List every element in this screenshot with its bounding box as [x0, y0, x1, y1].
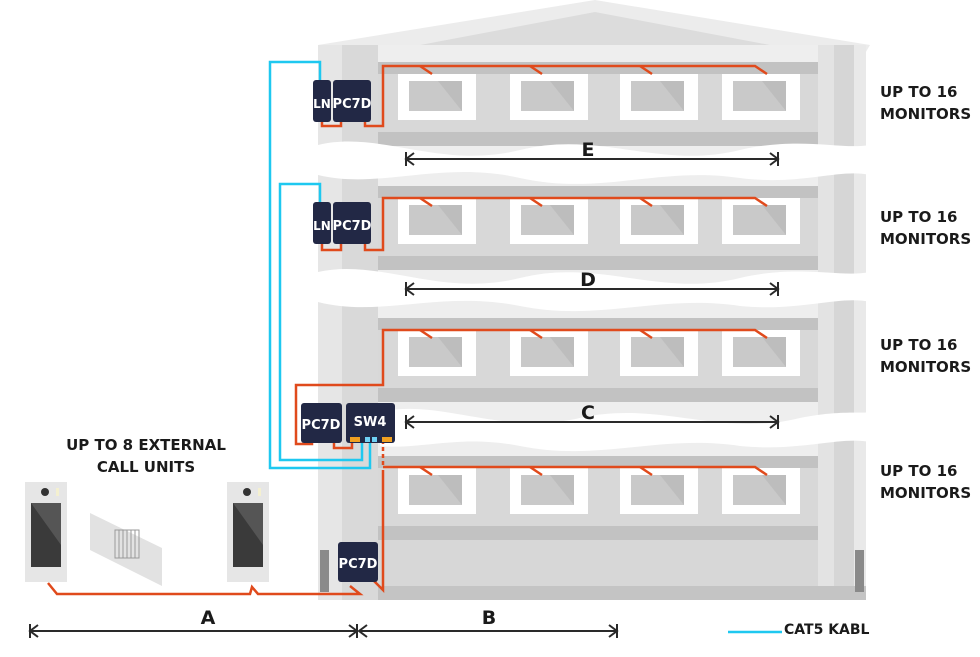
pc7d-label: PC7D [333, 97, 372, 112]
monitor [722, 330, 800, 376]
monitor [510, 198, 588, 244]
monitor [620, 74, 698, 120]
device-ln-floor4: LN [313, 80, 331, 122]
dimension-c [404, 415, 780, 429]
monitor [398, 74, 476, 120]
dimension-a [28, 624, 359, 638]
monitor-drop-wire [419, 64, 433, 76]
dimension-b [357, 624, 619, 638]
device-pc7d-floor3: PC7D [333, 202, 372, 244]
device-pc7d-ground: PC7D [338, 542, 378, 582]
call-unit-1 [25, 482, 67, 582]
legend-cat5-label: CAT5 KABL [784, 622, 870, 638]
monitor-drop-wire [419, 328, 433, 340]
device-sw4: SW4 [346, 403, 395, 443]
dimension-b-label: B [482, 607, 496, 629]
dimension-e-label: E [582, 139, 595, 161]
pc7d-label: PC7D [333, 219, 372, 234]
monitor [620, 468, 698, 514]
sw4-port-orange [382, 437, 392, 442]
bus-wires [47, 64, 768, 596]
pc7d-label: PC7D [339, 557, 378, 572]
floor-band-3 [378, 186, 818, 270]
floor-label-line1: UP TO 16 [880, 336, 957, 354]
legend: CAT5 KABL [728, 622, 870, 638]
floor-label-line2: MONITORS [880, 484, 971, 502]
sw4-label: SW4 [354, 415, 387, 430]
ln-label: LN [313, 97, 331, 111]
dimension-d [404, 282, 780, 296]
monitor-drop-wire [529, 64, 543, 76]
cat5-wires [268, 60, 372, 470]
monitor [510, 468, 588, 514]
monitor [398, 198, 476, 244]
floors-layer [378, 62, 818, 540]
sw4-port-blue [365, 437, 370, 442]
floor-band-2 [378, 318, 818, 402]
dimension-e [404, 152, 780, 166]
monitor-drop-wire [419, 465, 433, 477]
monitor [722, 468, 800, 514]
dimension-c-label: C [581, 402, 595, 424]
dimension-d-label: D [580, 269, 596, 291]
device-pc7d-floor2: PC7D [301, 403, 342, 443]
device-pc7d-floor4: PC7D [333, 80, 372, 122]
floor-label-line1: UP TO 16 [880, 83, 957, 101]
floor-band-4 [378, 62, 818, 146]
monitor [398, 468, 476, 514]
cat5-wire-floor4 [268, 60, 372, 470]
device-ln-floor3: LN [313, 202, 331, 244]
monitor [510, 74, 588, 120]
monitor-drop-wire [639, 465, 653, 477]
gate-illustration [90, 513, 162, 586]
pc7d-label: PC7D [302, 418, 341, 433]
monitor-drop-wire [639, 328, 653, 340]
monitor-drop-wire [419, 196, 433, 208]
floor-label-line1: UP TO 16 [880, 462, 957, 480]
monitor [722, 198, 800, 244]
dimension-a-label: A [201, 607, 216, 629]
monitor-drop-wire [639, 196, 653, 208]
floor-label-line2: MONITORS [880, 358, 971, 376]
monitor [722, 74, 800, 120]
monitor [620, 198, 698, 244]
monitor-drop-wire [529, 465, 543, 477]
monitor [620, 330, 698, 376]
monitor-drop-wire [639, 64, 653, 76]
monitor [398, 330, 476, 376]
sw4-port-blue [372, 437, 377, 442]
floor-breaks [318, 141, 870, 452]
monitor-drop-wire [529, 328, 543, 340]
external-label-line2: CALL UNITS [97, 458, 195, 476]
floor-label-line1: UP TO 16 [880, 208, 957, 226]
monitor-drop-wire [529, 196, 543, 208]
sw4-port-orange [350, 437, 360, 442]
ln-label: LN [313, 219, 331, 233]
monitor [510, 330, 588, 376]
floor-label-line2: MONITORS [880, 230, 971, 248]
cat5-wire-floor3 [278, 182, 364, 462]
floor-label-line2: MONITORS [880, 105, 971, 123]
call-unit-2 [227, 482, 269, 582]
external-label-line1: UP TO 8 EXTERNAL [66, 436, 226, 454]
floor-band-1 [378, 456, 818, 540]
